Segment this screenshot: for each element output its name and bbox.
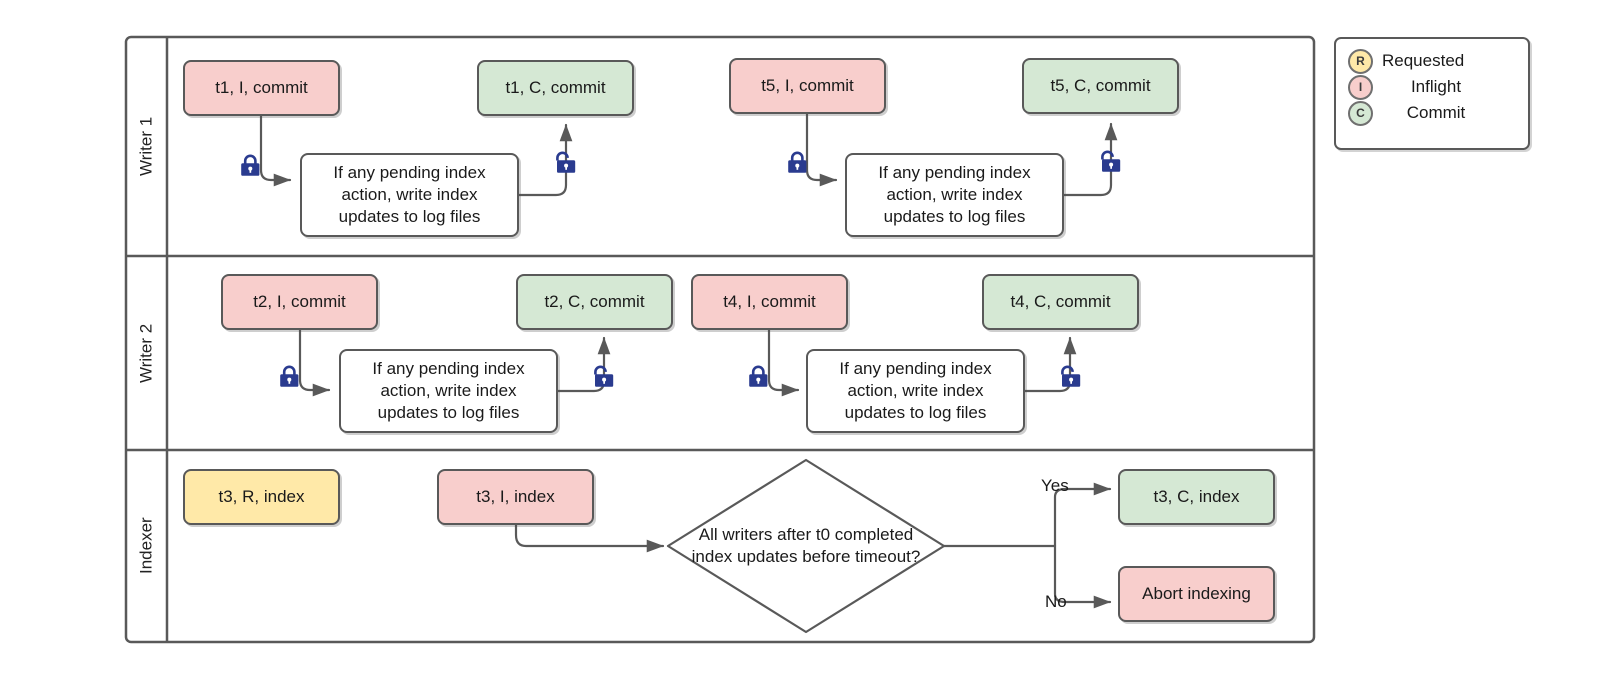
node-t3-requested[interactable]: t3, R, index: [183, 469, 340, 525]
requested-badge-icon: R: [1348, 48, 1373, 74]
node-t1-inflight[interactable]: t1, I, commit: [183, 60, 340, 116]
edge-label-no: No: [1045, 592, 1067, 611]
node-t5-inflight[interactable]: t5, I, commit: [729, 58, 886, 114]
lock-closed-icon: [280, 365, 299, 387]
node-t5-commit[interactable]: t5, C, commit: [1022, 58, 1179, 114]
node-abort-indexing[interactable]: Abort indexing: [1118, 566, 1275, 622]
decision-label: All writers after t0 completed index upd…: [691, 524, 921, 566]
node-t3-commit[interactable]: t3, C, index: [1118, 469, 1275, 525]
inflight-badge-icon: I: [1348, 74, 1373, 100]
lane-label-writer-2: Writer 2: [136, 323, 156, 383]
legend-label-requested: Requested: [1382, 51, 1465, 70]
legend-label-inflight: Inflight: [1410, 77, 1462, 96]
node-t4-inflight[interactable]: t4, I, commit: [691, 274, 848, 330]
legend-label-commit: Commit: [1406, 103, 1466, 122]
lock-open-icon: [594, 365, 614, 387]
legend-item-commit: C Commit: [1348, 100, 1510, 126]
node-writer1-process-2[interactable]: If any pending index action, write index…: [845, 153, 1064, 237]
commit-badge-icon: C: [1348, 100, 1373, 126]
lock-open-icon: [1101, 150, 1121, 172]
node-t2-commit[interactable]: t2, C, commit: [516, 274, 673, 330]
legend: R Requested I Inflight C Commit: [1334, 37, 1530, 150]
node-t2-inflight[interactable]: t2, I, commit: [221, 274, 378, 330]
lock-open-icon: [556, 151, 576, 173]
node-t3-inflight[interactable]: t3, I, index: [437, 469, 594, 525]
lane-label-writer-1: Writer 1: [136, 116, 156, 177]
lock-closed-icon: [749, 365, 768, 387]
lock-closed-icon: [241, 154, 260, 176]
lock-open-icon: [1061, 365, 1081, 387]
edge-label-yes: Yes: [1041, 476, 1069, 495]
legend-item-requested: R Requested: [1348, 48, 1510, 74]
node-t1-commit[interactable]: t1, C, commit: [477, 60, 634, 116]
node-writer2-process-1[interactable]: If any pending index action, write index…: [339, 349, 558, 433]
node-writer1-process-1[interactable]: If any pending index action, write index…: [300, 153, 519, 237]
legend-item-inflight: I Inflight: [1348, 74, 1510, 100]
node-writer2-process-2[interactable]: If any pending index action, write index…: [806, 349, 1025, 433]
lane-label-indexer: Indexer: [136, 517, 156, 575]
node-t4-commit[interactable]: t4, C, commit: [982, 274, 1139, 330]
lock-closed-icon: [788, 151, 807, 173]
